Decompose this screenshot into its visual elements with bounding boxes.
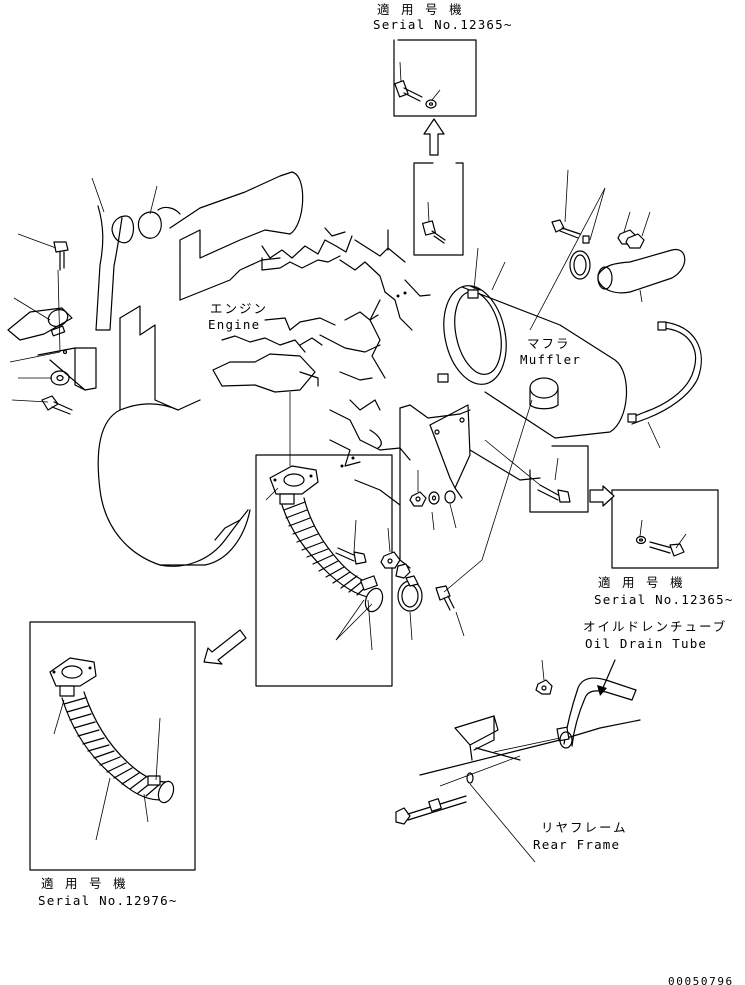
- oil-drain-tube-en-label: Oil Drain Tube: [585, 636, 708, 651]
- bolt-icon: [335, 547, 367, 565]
- serial-top-en-label: Serial No.12365~: [373, 17, 513, 32]
- washer-icon: [50, 370, 70, 386]
- bolt-icon: [551, 219, 590, 244]
- bolt-icon: [53, 241, 69, 271]
- rear-frame: [395, 715, 641, 863]
- arrow-down-left-icon: [203, 629, 247, 665]
- bolt-icon: [537, 484, 571, 503]
- engine-jp-label: エンジン: [210, 301, 269, 316]
- center-detail-box: [255, 392, 411, 687]
- muffler: [437, 169, 686, 439]
- rear-frame-jp-label: リヤフレーム: [541, 820, 628, 835]
- serial-top-jp-label: 適 用 号 機: [377, 2, 464, 17]
- oil-drain-tube-jp-label: オイルドレンチューブ: [583, 619, 728, 634]
- nut-icon: [617, 229, 645, 249]
- bellows-ribs: [63, 697, 161, 797]
- bolt-icon: [394, 80, 423, 102]
- detail-box-right: [484, 439, 719, 569]
- exhaust-clamp: [397, 399, 533, 641]
- serial-right-jp-label: 適 用 号 機: [598, 575, 685, 590]
- washer-icon: [428, 491, 440, 505]
- muffler-jp-label: マフラ: [527, 336, 571, 351]
- drawing-code: 00050796: [668, 975, 734, 985]
- nut-icon: [409, 491, 427, 507]
- detail-box-mid: [413, 162, 464, 256]
- detail-box-lower-left: [29, 621, 196, 871]
- nut-icon: [380, 551, 401, 569]
- nut-icon: [535, 679, 553, 695]
- washer-icon: [444, 490, 456, 504]
- bolt-icon: [41, 395, 73, 415]
- muffler-en-label: Muffler: [520, 352, 582, 367]
- engine-body: [95, 171, 431, 567]
- muffler-bracket: [399, 404, 541, 569]
- oil-drain-hose: [627, 321, 702, 449]
- rear-frame-en-label: Rear Frame: [533, 837, 621, 852]
- serial-lower-en-label: Serial No.12976~: [38, 893, 178, 908]
- bolt-icon: [395, 795, 467, 825]
- oil-drain-tube: [535, 659, 637, 749]
- nut-icon: [395, 563, 411, 579]
- detail-box-top: [393, 39, 477, 117]
- serial-lower-jp-label: 適 用 号 機: [41, 876, 128, 891]
- washer-icon: [425, 99, 437, 109]
- engine-en-label: Engine: [208, 317, 261, 332]
- arrow-up-icon: [423, 118, 445, 156]
- bellows-ribs: [283, 501, 371, 596]
- bolt-icon: [435, 585, 455, 611]
- serial-right-en-label: Serial No.12365~: [594, 592, 734, 607]
- left-parts: [7, 177, 158, 415]
